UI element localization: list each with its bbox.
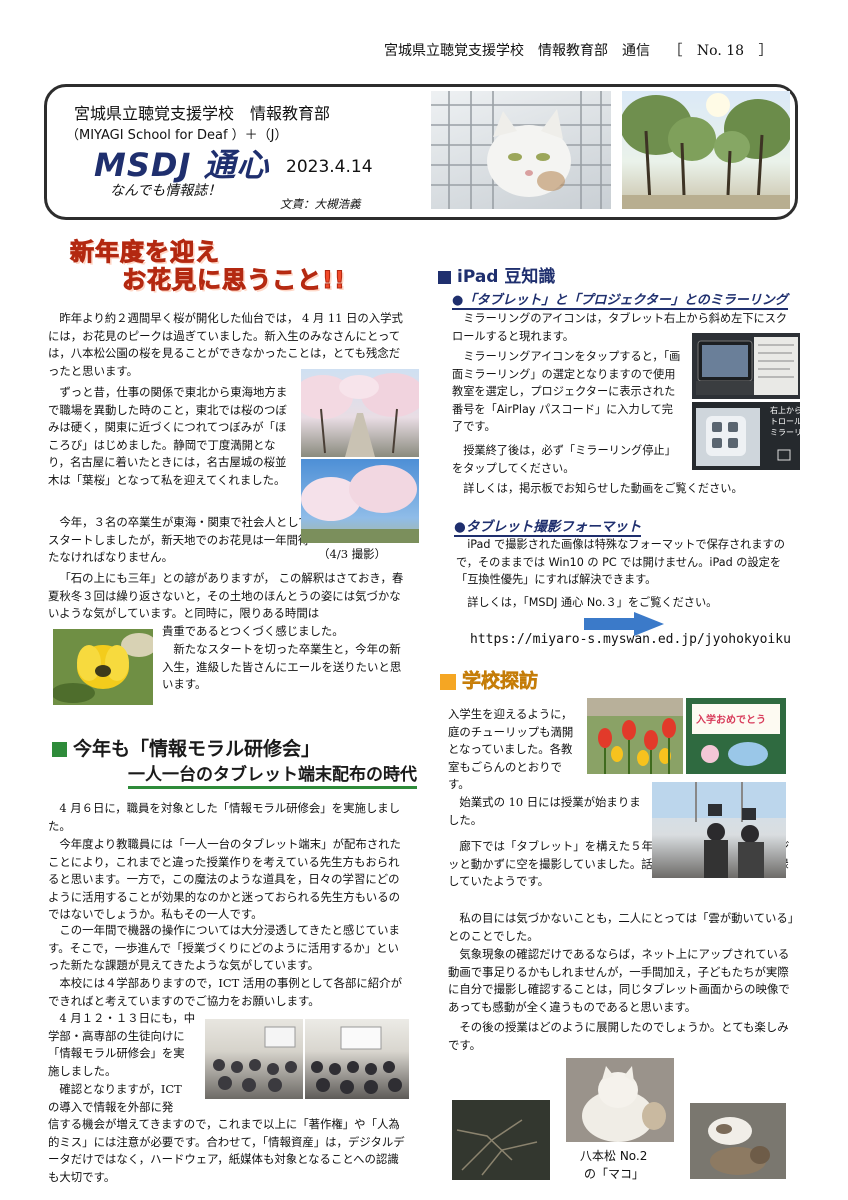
welcome-board-text: 入学おめでとう	[696, 715, 766, 726]
visit-para1: 入学生を迎えるように，庭のチューリップも満開となっていました。各教室もごらんのと…	[448, 707, 574, 792]
white-cat-photo	[566, 1058, 674, 1142]
ipad-photo-text: 右上から トロール ミラーリ	[770, 406, 802, 437]
format-para2: 詳しくは，「MSDJ 通心 No.３」をご覧ください。	[467, 596, 718, 609]
article1-para1: 昨年より約２週間早く桜が開化した仙台では， 4 月 11 日の入学式には，お花見…	[48, 311, 403, 378]
article2-para5: 4 月１２・１３日にも，中学部・高専部の生徒向けに「情報モラル研修会」を実施しま…	[48, 1011, 196, 1078]
mirroring-para3: 授業終了後は，必ず「ミラーリング停止」をタップしてください。	[452, 444, 676, 475]
visit-para4: 私の目には気づかないことも，二人にとっては「雲が動いている」とのことでした。	[448, 911, 794, 943]
yellow-tulip-photo	[53, 629, 153, 705]
tabby-cats-photo	[690, 1103, 786, 1179]
cherry-photo-caption: （4/3 撮影）	[318, 547, 387, 561]
article2-title-line1: 今年も「情報モラル研修会」	[52, 734, 320, 761]
article2-title-line2: 一人一台のタブレット端末配布の時代	[128, 760, 417, 789]
article1-para4: 「石の上にも三年」との諺がありますが， この解釈はさておき，春夏秋冬３回は繰り返…	[48, 571, 404, 621]
masthead-school: 宮城県立聴覚支援学校 情報教育部	[74, 104, 331, 123]
ipad-section-text: iPad 豆知識	[457, 267, 556, 287]
seminar-photo-1	[205, 1019, 303, 1099]
masthead-title: MSDJ 通心	[94, 146, 270, 184]
night-branches-photo	[452, 1100, 550, 1180]
ipad-control-center-photo	[692, 402, 800, 470]
article2-para6: 確認となりますが，ICT の導入で情報を外部に発	[48, 1082, 182, 1114]
cherry-blossom-sky-photo	[301, 459, 419, 543]
navy-square-icon	[438, 270, 451, 284]
cat-window-photo	[431, 91, 611, 209]
article1-para6: 新たなスタートを切った卒業生と，今年の新入生，進級した皆さんにエールを送りたいと…	[162, 642, 402, 692]
cat-caption-line2: の「マコ」	[584, 1167, 645, 1181]
visit-para2: 始業式の 10 日には授業が始まりました。	[448, 795, 641, 827]
visit-para5: 気象現象の確認だけであるならば，ネット上にアップされている動画で事足りるかもしれ…	[448, 947, 790, 1014]
article2-para4: 本校には４学部ありますので，ICT 活用の事例として各部に紹介ができればと考えて…	[48, 976, 402, 1008]
seminar-photo-2	[305, 1019, 409, 1099]
article1-para2: ずっと昔，仕事の関係で東北から東海地方まで職場を異動した時のこと，東北では桜のつ…	[48, 385, 288, 487]
tree-avenue-photo	[622, 91, 790, 209]
article1-para5: 貴重であるとつくづく感じました。	[162, 624, 344, 638]
article2-para7: 信する機会が増えてきますので，これまで以上に「著作権」や「人為的ミス」には注意が…	[48, 1117, 405, 1184]
article2-para3: この一年間で機器の操作については大分浸透してきたと感じています。そこで，一歩進ん…	[48, 923, 400, 973]
masthead-editor: 文責：大槻浩義	[280, 197, 361, 211]
masthead-box	[44, 84, 798, 220]
visit-para6: その後の授業はどのように展開したのでしょうか。とても楽しみです。	[448, 1020, 789, 1052]
mirroring-para4: 詳しくは，掲示板でお知らせした動画をご覧ください。	[463, 482, 743, 495]
format-subtitle: ●タブレット撮影フォーマット	[454, 515, 642, 537]
cherry-blossom-path-photo	[301, 369, 419, 457]
school-visit-title: 学校探訪	[440, 666, 538, 693]
cat-caption-line1: 八本松 No.2	[580, 1149, 648, 1163]
format-para1: iPad で撮影された画像は特殊なフォーマットで保存されますので，そのままでは …	[456, 538, 785, 587]
article1-para3: 今年，３名の卒業生が東海・関東で社会人としてスタートしましたが，新天地でのお花見…	[48, 515, 310, 565]
newsletter-header: 宮城県立聴覚支援学校 情報教育部 通信 ［ No. 18 ］	[384, 40, 773, 60]
mirroring-para2: ミラーリングアイコンをタップすると，「画面ミラーリング」の選定となりますので使用…	[452, 350, 681, 434]
ipad-keyboard-photo	[692, 333, 800, 399]
orange-square-icon	[440, 673, 456, 690]
mirroring-subtitle: ●「タブレット」と「プロジェクター」とのミラーリング	[452, 289, 788, 310]
article1-title-line1: 新年度を迎え	[70, 238, 220, 267]
welcome-board-photo: 入学おめでとう	[686, 698, 786, 774]
masthead-date: 2023.4.14	[286, 157, 373, 177]
masthead-english: （MIYAGI School for Deaf ）＋（J）	[66, 128, 288, 143]
school-visit-text: 学校探訪	[462, 670, 539, 693]
issue-bracket-open: ［	[668, 43, 683, 59]
article1-title-line2: お花見に思うこと!!	[122, 266, 346, 295]
ipad-section-title: iPad 豆知識	[438, 262, 555, 287]
article2-title-text: 今年も「情報モラル研修会」	[73, 738, 321, 760]
tulip-garden-photo	[587, 698, 683, 774]
mirroring-para1: ミラーリングのアイコンは，タブレット右上から斜め左下にスクロールすると現れます。	[452, 312, 788, 343]
students-tablet-photo	[652, 782, 786, 878]
masthead-tagline: なんでも情報誌！	[110, 183, 222, 199]
article2-para2: 今年度より教職員には「一人一台のタブレット端末」が配布されたことにより，これまで…	[48, 837, 401, 922]
article2-para1: 4 月６日に，職員を対象とした「情報モラル研修会」を実施しました。	[48, 801, 401, 833]
header-school-line: 宮城県立聴覚支援学校 情報教育部 通信	[384, 43, 650, 59]
jyohokyoiku-link[interactable]: https://miyaro-s.myswan.ed.jp/jyohokyoik…	[470, 632, 791, 647]
issue-number: No. 18	[696, 43, 745, 59]
green-square-icon	[52, 742, 67, 757]
issue-bracket-close: ］	[758, 43, 773, 59]
